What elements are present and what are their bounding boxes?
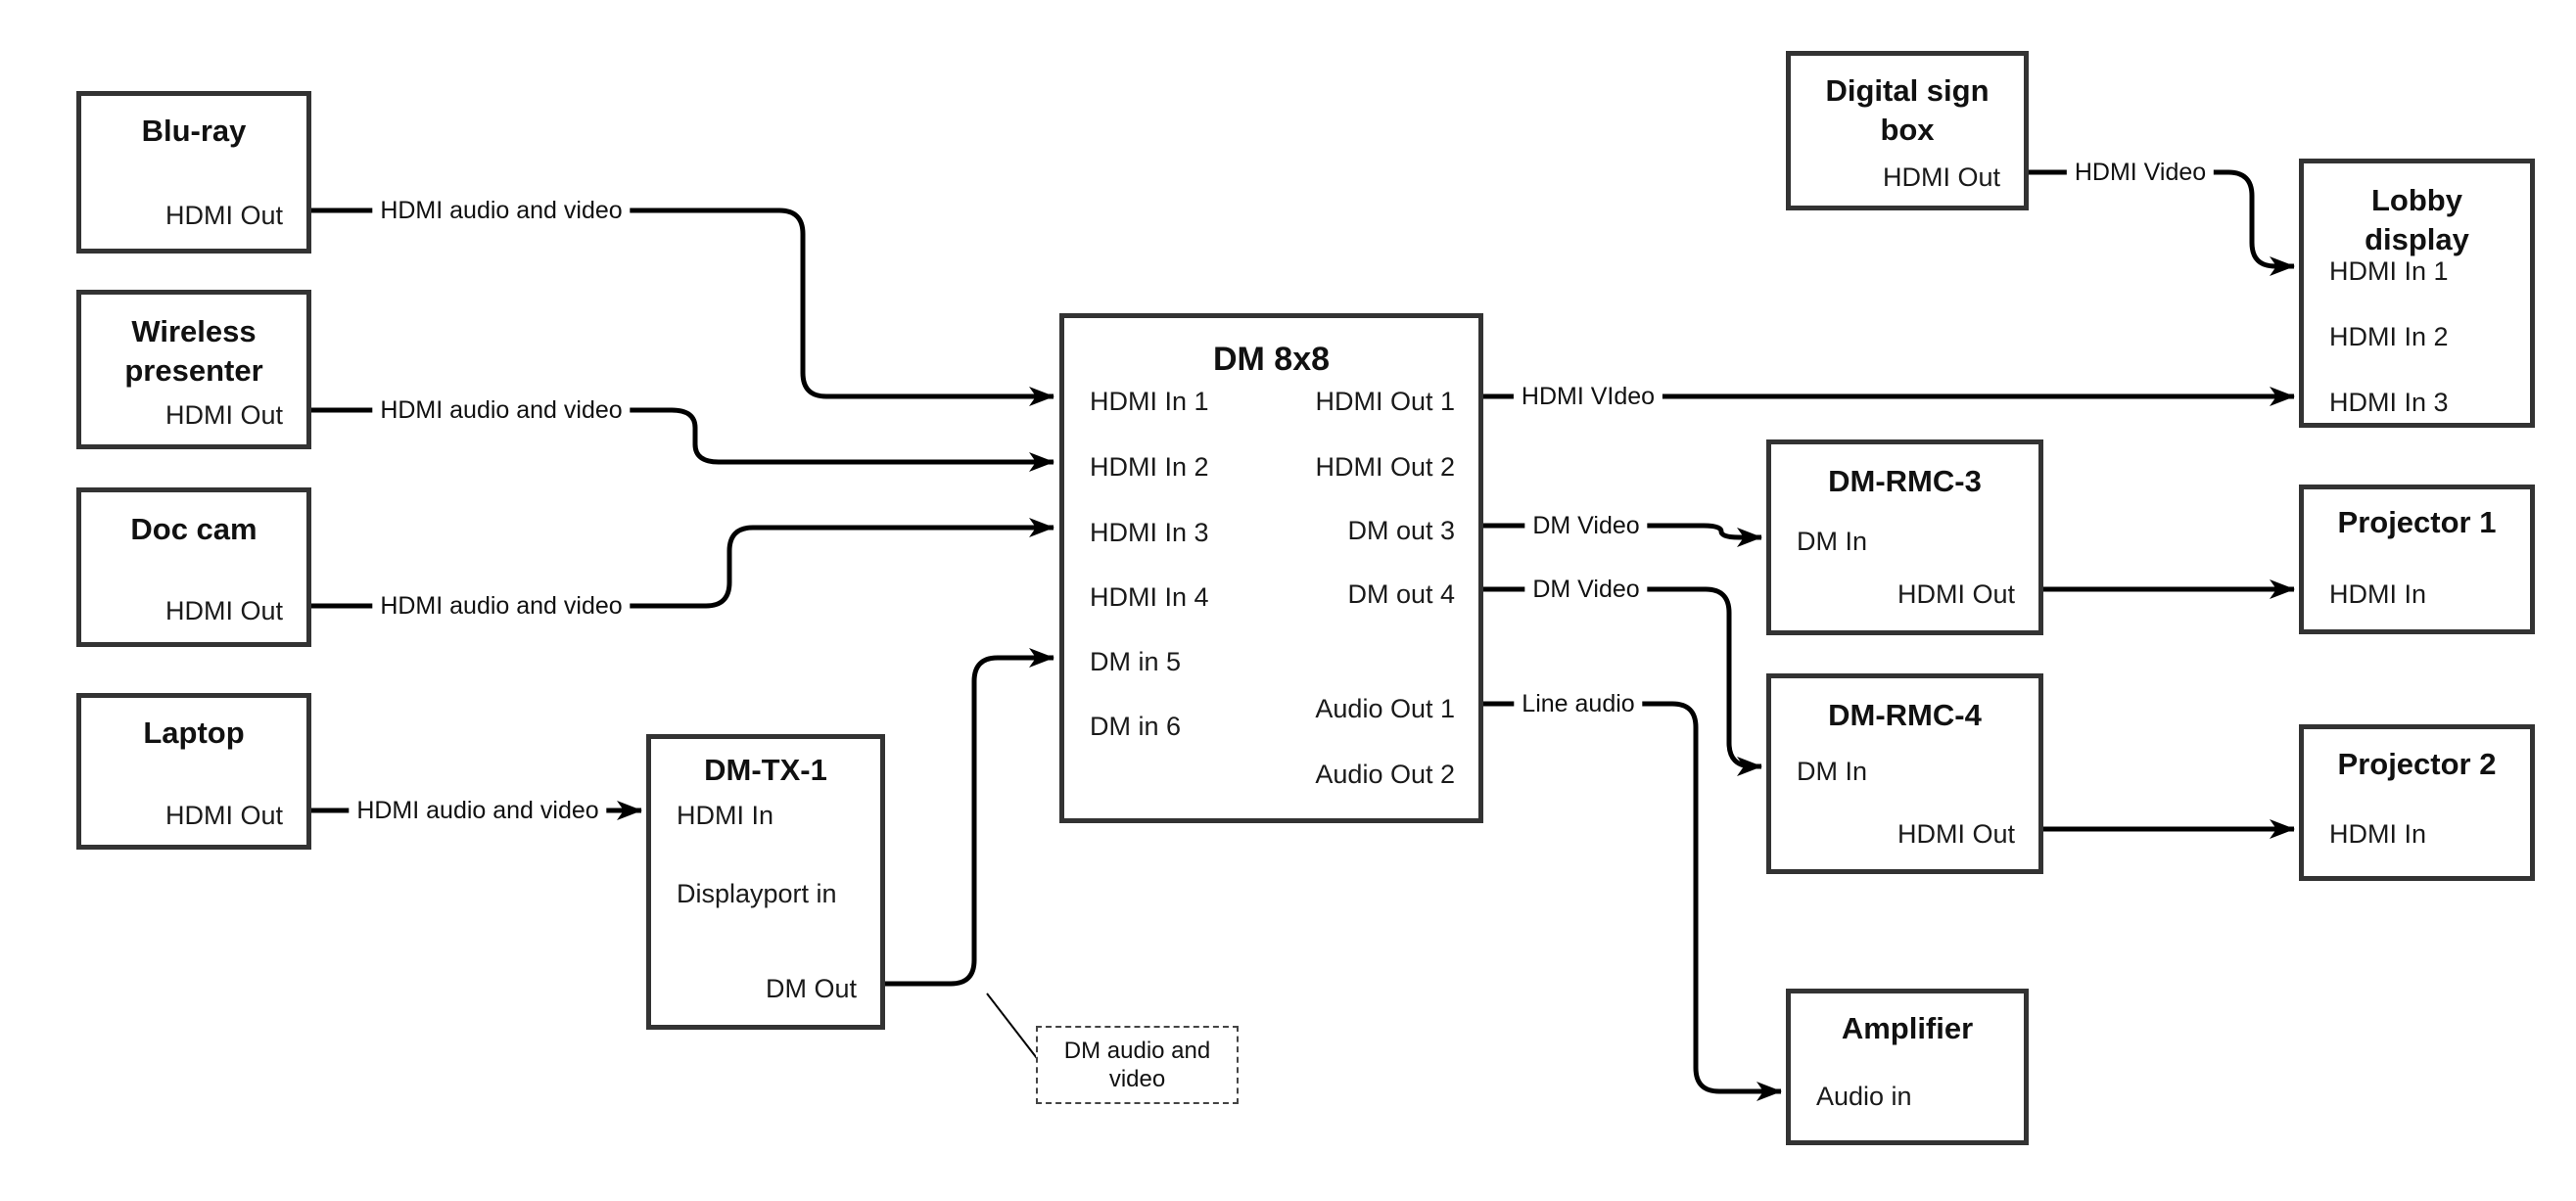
wire-label-audio-out-1: Line audio — [1514, 689, 1643, 718]
node-title: DM 8x8 — [1212, 341, 1331, 378]
node-title: Projector 1 — [2337, 505, 2497, 539]
port-dm-in: DM In — [1797, 757, 1868, 786]
node-title: Projector 2 — [2337, 747, 2497, 781]
port-hdmi-out: HDMI Out — [1882, 162, 2000, 192]
node-title: DM-RMC-3 — [1828, 464, 1982, 498]
wire-label-dm-out-4: DM Video — [1524, 575, 1648, 604]
node-bluray: Blu-ray HDMI Out — [76, 91, 311, 254]
port-hdmi-in-1: HDMI In 1 — [2329, 256, 2449, 286]
node-title: Digital sign box — [1825, 73, 1990, 147]
node-title: DM-RMC-4 — [1828, 698, 1982, 732]
node-title: Doc cam — [130, 512, 258, 546]
node-digital-sign-box: Digital sign box HDMI Out — [1786, 51, 2029, 210]
port-hdmi-in: HDMI In — [677, 801, 774, 830]
port-hdmi-out: HDMI Out — [164, 801, 283, 830]
wire-label-laptop-feed: HDMI audio and video — [349, 796, 607, 825]
port-hdmi-out: HDMI Out — [1897, 819, 2015, 849]
wire-label-hdmi-out-1: HDMI VIdeo — [1513, 382, 1663, 411]
port-hdmi-in-3: HDMI In 3 — [1090, 518, 1209, 547]
port-hdmi-out: HDMI Out — [164, 400, 283, 430]
node-title: Wireless presenter — [124, 314, 263, 388]
port-displayport-in: Displayport in — [677, 879, 837, 908]
port-hdmi-in: HDMI In — [2329, 819, 2427, 849]
port-hdmi-out: HDMI Out — [1897, 579, 2015, 609]
node-dm-rmc-3: DM-RMC-3 DM In HDMI Out — [1766, 439, 2043, 635]
wire-label-digital-sign: HDMI Video — [2066, 158, 2215, 187]
node-dm-8x8: DM 8x8 HDMI In 1 HDMI In 2 HDMI In 3 HDM… — [1059, 313, 1483, 823]
node-amplifier: Amplifier Audio in — [1786, 989, 2029, 1145]
wire-label-dm-out-3: DM Video — [1524, 511, 1648, 540]
node-lobby-display: Lobby display HDMI In 1 HDMI In 2 HDMI I… — [2299, 159, 2535, 428]
node-title: Amplifier — [1841, 1011, 1974, 1045]
port-hdmi-in-1: HDMI In 1 — [1090, 387, 1209, 416]
node-title: Laptop — [143, 716, 245, 750]
port-audio-out-2: Audio Out 2 — [1315, 760, 1455, 789]
port-audio-in: Audio in — [1816, 1082, 1912, 1111]
port-dm-out: DM Out — [765, 974, 857, 1003]
node-title: Lobby display — [2365, 183, 2469, 256]
wire-bluray-to-dm8x8-hdmi-in-1 — [311, 208, 1054, 406]
node-projector-2: Projector 2 HDMI In — [2299, 724, 2535, 881]
port-hdmi-in-3: HDMI In 3 — [2329, 388, 2449, 417]
wire-label-doccam-feed: HDMI audio and video — [372, 591, 631, 621]
port-dm-out-3: DM out 3 — [1347, 516, 1455, 545]
port-audio-out-1: Audio Out 1 — [1315, 694, 1455, 723]
node-dm-tx-1: DM-TX-1 HDMI In Displayport in DM Out — [646, 734, 885, 1030]
port-dm-in-6: DM in 6 — [1090, 712, 1182, 741]
port-hdmi-in-2: HDMI In 2 — [1090, 452, 1209, 482]
node-doc-cam: Doc cam HDMI Out — [76, 487, 311, 647]
port-dm-out-4: DM out 4 — [1347, 579, 1455, 609]
port-hdmi-in-4: HDMI In 4 — [1090, 582, 1209, 612]
annotation-dm-audio-video: DM audio and video — [1036, 1026, 1239, 1104]
wire-dm8x8-audio-out-1-to-amplifier-audio-in — [1483, 701, 1782, 1101]
node-title: DM-TX-1 — [704, 753, 827, 787]
node-wireless-presenter: Wireless presenter HDMI Out — [76, 290, 311, 449]
port-dm-in-5: DM in 5 — [1090, 647, 1182, 676]
port-dm-in: DM In — [1797, 527, 1868, 556]
node-dm-rmc-4: DM-RMC-4 DM In HDMI Out — [1766, 673, 2043, 874]
wire-dmtx1-dm-out-to-dm8x8-dm-in-5 — [885, 648, 1054, 987]
port-hdmi-out-2: HDMI Out 2 — [1315, 452, 1455, 482]
wire-dm8x8-dm-out-4-to-dmrmc4-dm-in — [1483, 586, 1762, 776]
port-hdmi-out: HDMI Out — [164, 201, 283, 230]
port-hdmi-in-2: HDMI In 2 — [2329, 322, 2449, 351]
node-title: Blu-ray — [141, 114, 247, 148]
port-hdmi-out-1: HDMI Out 1 — [1315, 387, 1455, 416]
annotation-leader-line — [986, 993, 1041, 1063]
wire-label-bluray-feed: HDMI audio and video — [372, 196, 631, 225]
port-hdmi-out: HDMI Out — [164, 596, 283, 625]
node-projector-1: Projector 1 HDMI In — [2299, 485, 2535, 634]
node-laptop: Laptop HDMI Out — [76, 693, 311, 850]
wire-label-wireless-feed: HDMI audio and video — [372, 395, 631, 425]
port-hdmi-in: HDMI In — [2329, 579, 2427, 609]
